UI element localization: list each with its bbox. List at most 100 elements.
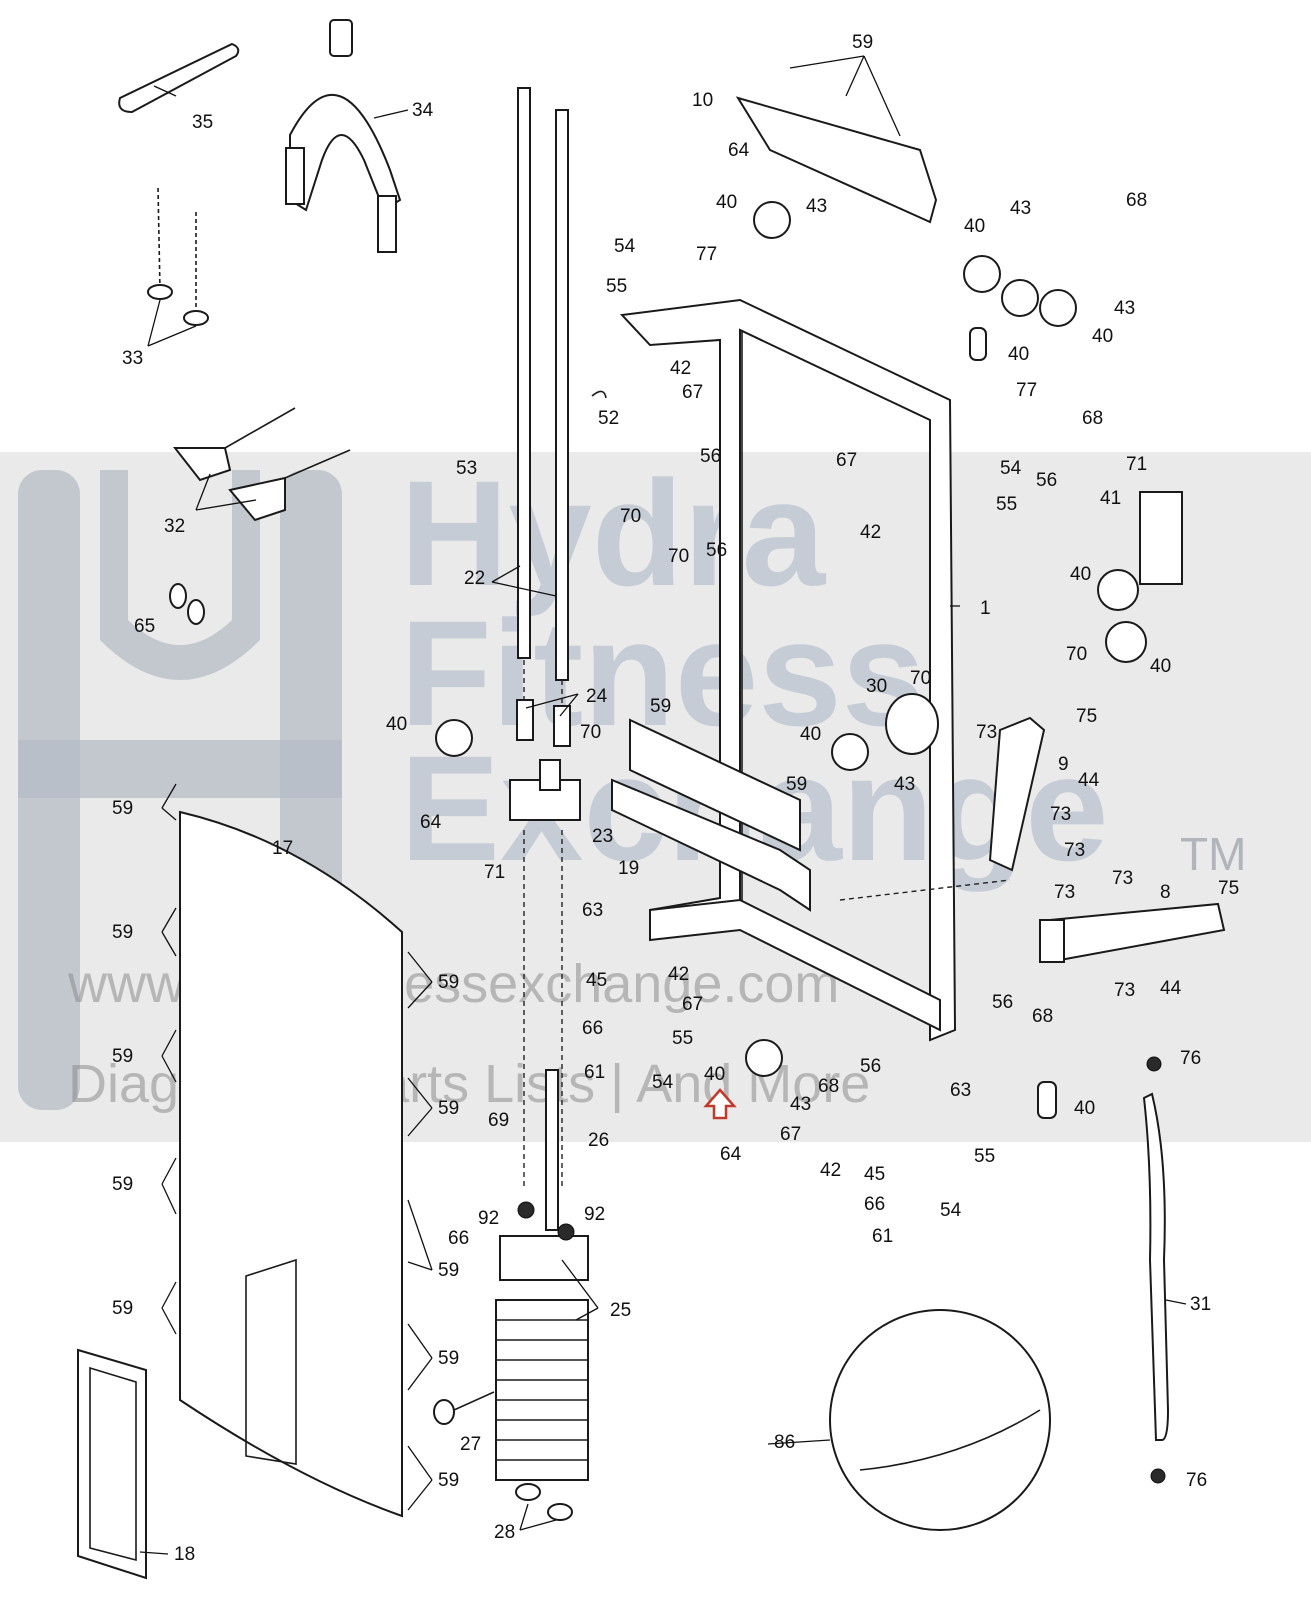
callout-64-low: 64	[720, 1144, 742, 1165]
part-26-selector-rod	[545, 1069, 559, 1231]
callout-44-b: 44	[1160, 978, 1182, 999]
part-24-bushings	[516, 699, 571, 747]
callout-40-b: 40	[964, 216, 985, 237]
callout-67-d: 67	[780, 1124, 801, 1145]
callout-70-e: 70	[580, 722, 601, 743]
callout-25: 25	[610, 1300, 631, 1321]
callout-70-a: 70	[620, 506, 641, 527]
callout-labels: 59 10 35 34 64 40 43 43 68 40 54 77 55 4…	[112, 32, 1239, 1565]
callout-70-c: 70	[1066, 644, 1087, 665]
part-19-seat-frame	[611, 718, 811, 912]
part-35-strap	[118, 42, 240, 114]
callout-76-bottom: 76	[1186, 1470, 1207, 1491]
callout-59-mid: 59	[650, 696, 671, 717]
callout-8: 8	[1160, 882, 1171, 903]
callout-54-d: 54	[940, 1200, 962, 1221]
callout-59-right-d: 59	[438, 1348, 459, 1369]
callout-40-g: 40	[386, 714, 407, 735]
callout-63-a: 63	[582, 900, 603, 921]
part-86-ball	[829, 1309, 1051, 1531]
callout-56-b: 56	[1036, 470, 1057, 491]
callout-40-a: 40	[716, 192, 737, 213]
callout-73-d: 73	[1112, 868, 1133, 889]
callout-33: 33	[122, 348, 143, 369]
callout-45-a: 45	[586, 970, 607, 991]
callout-59-left-c: 59	[112, 1046, 133, 1067]
callout-59-top: 59	[852, 32, 873, 53]
callout-70-b: 70	[668, 546, 689, 567]
callout-40-d: 40	[1008, 344, 1029, 365]
part-41-pulley-bracket	[1139, 491, 1183, 585]
callout-66-a: 66	[582, 1018, 603, 1039]
callout-30: 30	[866, 676, 887, 697]
callout-59-right-c: 59	[438, 1260, 459, 1281]
callout-40-c: 40	[1092, 326, 1113, 347]
callout-56-d: 56	[992, 992, 1013, 1013]
part-23-bottom-bracket	[509, 759, 581, 821]
callout-59-left-e: 59	[112, 1298, 133, 1319]
callout-92-b: 92	[584, 1204, 605, 1225]
leader-lines	[139, 55, 1187, 1555]
callout-67-b: 67	[836, 450, 857, 471]
callout-31: 31	[1190, 1294, 1211, 1315]
part-32-stirrup-handles	[172, 407, 351, 522]
callout-41: 41	[1100, 488, 1121, 509]
part-34-tricep-bar	[285, 19, 402, 253]
callout-19: 19	[618, 858, 639, 879]
callout-27: 27	[460, 1434, 481, 1455]
callout-63-b: 63	[950, 1080, 971, 1101]
part-52-pin	[591, 390, 607, 399]
highlight-arrow-icon	[703, 1088, 737, 1120]
callout-43-c: 43	[1114, 298, 1135, 319]
callout-42-a: 42	[670, 358, 691, 379]
callout-34: 34	[412, 100, 434, 121]
callout-55-b: 55	[996, 494, 1017, 515]
callout-23: 23	[592, 826, 613, 847]
callout-40-e: 40	[1070, 564, 1091, 585]
callout-68-mid: 68	[1082, 408, 1103, 429]
callout-54-a: 54	[614, 236, 636, 257]
callout-52: 52	[598, 408, 619, 429]
callout-42-d: 42	[820, 1160, 841, 1181]
part-76-top-cap	[1146, 1056, 1162, 1072]
callout-77-b: 77	[1016, 380, 1037, 401]
callout-56-a: 56	[700, 446, 721, 467]
part-33-rope-handles	[147, 187, 209, 326]
part-27-selector-pin	[433, 1391, 495, 1425]
callout-70-d: 70	[910, 668, 931, 689]
callout-76-top: 76	[1180, 1048, 1201, 1069]
pulleys-40	[435, 201, 1147, 1119]
callout-35: 35	[192, 112, 213, 133]
part-17-front-shroud	[179, 810, 403, 1518]
callout-71-top: 71	[1126, 454, 1147, 475]
watermark-trademark: TM	[1180, 828, 1246, 880]
callout-42-b: 42	[860, 522, 881, 543]
callout-77-a: 77	[696, 244, 717, 265]
callout-92-a: 92	[478, 1208, 499, 1229]
callout-59-left-a: 59	[112, 798, 133, 819]
callout-54-b: 54	[1000, 458, 1022, 479]
part-9-upright-arm	[988, 716, 1046, 872]
callout-56-c: 56	[706, 540, 727, 561]
callout-65: 65	[134, 616, 155, 637]
watermark-brand-line-2: Fitness	[400, 589, 925, 757]
callout-68-b: 68	[818, 1076, 839, 1097]
part-28-bumpers	[515, 1483, 573, 1521]
callout-59-right-b: 59	[438, 1098, 459, 1119]
callout-69: 69	[488, 1110, 509, 1131]
callout-73-b: 73	[1050, 804, 1071, 825]
callout-43-b: 43	[1010, 198, 1031, 219]
callout-42-c: 42	[668, 964, 689, 985]
callout-43-e: 43	[790, 1094, 811, 1115]
callout-43-d: 43	[894, 774, 915, 795]
part-18-handle-panel	[77, 1348, 147, 1580]
callout-61-b: 61	[872, 1226, 893, 1247]
callout-59-left-d: 59	[112, 1174, 133, 1195]
callout-59-right-e: 59	[438, 1470, 459, 1491]
callout-1: 1	[980, 598, 991, 619]
callout-22: 22	[464, 568, 485, 589]
callout-67-c: 67	[682, 994, 703, 1015]
part-10-top-shroud	[735, 96, 938, 224]
callout-64-mid: 64	[420, 812, 442, 833]
